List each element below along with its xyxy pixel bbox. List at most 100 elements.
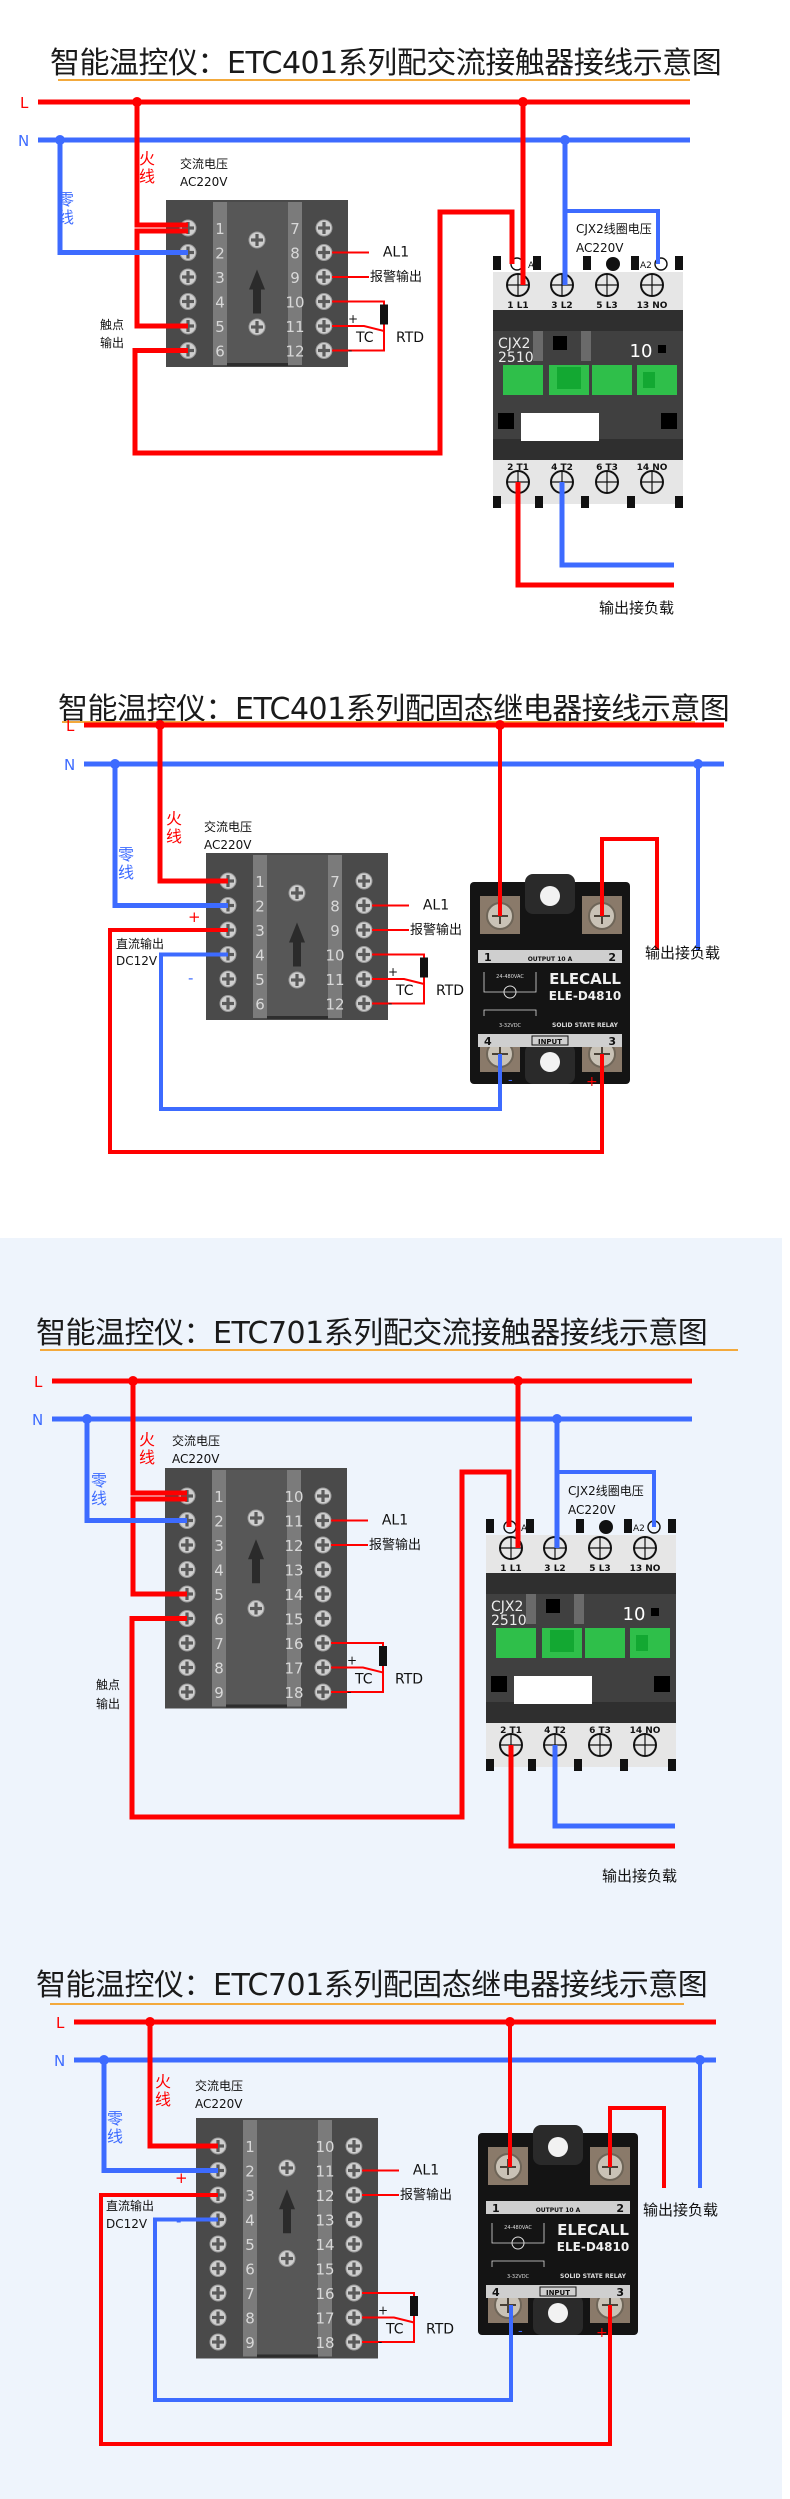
ssr-output-bar xyxy=(478,950,622,963)
contactor-terminal-label: 5 L3 xyxy=(589,1564,610,1574)
terminal-number-rail xyxy=(243,2120,257,2357)
screw-slot xyxy=(352,2164,356,2177)
terminal-number: 15 xyxy=(315,2261,334,2279)
junction-dot xyxy=(132,97,142,107)
screw-slot xyxy=(285,2162,289,2174)
junction-dot xyxy=(560,135,570,145)
neutral-wire-label: 线 xyxy=(107,2127,123,2146)
terminal-number: 17 xyxy=(284,1660,303,1678)
terminal-number-rail xyxy=(288,202,302,365)
live-jumper-wire xyxy=(130,1496,187,1597)
dc-voltage-label: DC12V xyxy=(106,2217,148,2231)
contactor-rating-label: 10 xyxy=(630,341,653,362)
dc-plus-label: + xyxy=(175,2169,188,2187)
screw-slot xyxy=(185,1686,189,1698)
tc-label: TC xyxy=(385,2322,404,2338)
terminal-number: 5 xyxy=(214,1586,224,1604)
screw-slot xyxy=(216,2336,220,2348)
screw-slot xyxy=(254,1512,258,1524)
load-neutral-wire xyxy=(552,1745,675,1829)
ssr-schematic xyxy=(483,1009,537,1016)
junction-dot xyxy=(55,135,65,145)
controller-center-panel xyxy=(226,1470,287,1707)
tc-label: TC xyxy=(355,330,374,346)
contactor-tab xyxy=(627,496,635,508)
terminal-number: 12 xyxy=(315,2187,334,2205)
diagram-title: 智能温控仪：ETC701系列配固态继电器接线示意图 xyxy=(36,1968,708,2003)
neutral-wire-label: 零 xyxy=(107,2109,123,2128)
live-wire-label: 火 xyxy=(139,149,155,168)
controller-base-shadow xyxy=(257,2354,318,2358)
contactor-mount-hole xyxy=(491,1676,507,1692)
ssr-input-frame xyxy=(531,1035,569,1046)
contactor-terminal-label: 2 T1 xyxy=(500,1726,522,1736)
contactor-terminal-label: 2 T1 xyxy=(507,463,529,473)
ac-voltage-value: AC220V xyxy=(180,175,228,189)
tc-minus-label: - xyxy=(347,1685,351,1699)
contactor-terminal-label: 4 T2 xyxy=(551,463,573,473)
rtd-label: RTD xyxy=(395,1672,423,1688)
dc-plus-label: + xyxy=(188,908,201,926)
neutral-bus-label: N xyxy=(54,2052,65,2070)
live-wire-label: 线 xyxy=(155,2090,171,2109)
terminal-number: 8 xyxy=(245,2310,255,2328)
neutral-bus-label: N xyxy=(64,756,75,774)
contactor-model-label: CJX2 xyxy=(498,336,530,352)
terminal-number: 8 xyxy=(330,898,340,916)
terminal-number: 11 xyxy=(284,1513,303,1531)
output-load-label: 输出接负载 xyxy=(643,2201,718,2219)
terminal-number: 7 xyxy=(245,2285,255,2303)
neutral-wire-label: 零 xyxy=(118,845,134,864)
contactor-led xyxy=(658,345,666,353)
terminal-number: 6 xyxy=(245,2261,255,2279)
contactor-green-segment xyxy=(503,365,543,395)
contact-output-label: 触点 xyxy=(100,318,124,332)
screw-slot xyxy=(362,973,366,985)
contactor-model-label: 2510 xyxy=(498,350,534,366)
screw-slot xyxy=(322,344,326,357)
screw-slot xyxy=(185,1563,189,1576)
terminal-number: 5 xyxy=(255,971,265,989)
terminal-number: 1 xyxy=(255,873,265,891)
contactor-window xyxy=(546,1599,560,1613)
contactor-terminal-label: 1 L1 xyxy=(500,1564,521,1574)
screw-slot xyxy=(226,973,230,985)
neutral-bus-label: N xyxy=(18,132,29,150)
contactor-slot xyxy=(574,1594,584,1624)
live-wire xyxy=(147,2022,218,2149)
contactor-tab xyxy=(624,1519,632,1533)
sensor-wire xyxy=(372,978,425,985)
screw-slot xyxy=(321,1637,325,1649)
ssr-brand-logo: ELECALL xyxy=(549,970,621,988)
terminal-number: 2 xyxy=(245,2163,255,2181)
ac-voltage-value: AC220V xyxy=(195,2097,243,2111)
load-neutral-wire xyxy=(559,482,674,568)
contactor-green-segment xyxy=(585,1628,625,1658)
dc-plus-wire xyxy=(99,2193,612,2446)
terminal-number: 18 xyxy=(284,1684,303,1702)
screw-slot xyxy=(322,320,326,332)
dc-output-label: 直流输出 xyxy=(116,936,164,951)
ssr-minus-label: - xyxy=(508,1073,513,1088)
neutral-wire xyxy=(57,140,188,255)
ssr-ac-range: 24-480VAC xyxy=(504,2225,532,2231)
screw-slot xyxy=(362,924,366,936)
terminal-number: 8 xyxy=(290,245,300,263)
ssr-input-label: INPUT xyxy=(538,1038,562,1046)
ssr-mount-hole xyxy=(540,1052,560,1072)
sensor-wire xyxy=(331,1666,384,1674)
terminal-number-rail xyxy=(328,855,342,1018)
terminal-number: 1 xyxy=(215,220,225,238)
terminal-number: 10 xyxy=(284,1488,303,1506)
output-load-label: 输出接负载 xyxy=(645,944,720,962)
neutral-bus-label: N xyxy=(32,1411,43,1429)
tc-minus-label: - xyxy=(388,997,392,1011)
terminal-number: 10 xyxy=(285,294,304,312)
alarm-label: AL1 xyxy=(382,1513,408,1529)
ssr-terminal-number: 3 xyxy=(616,2286,624,2299)
ssr-schematic xyxy=(491,2260,545,2267)
contactor-terminal-label: 5 L3 xyxy=(596,301,617,311)
terminal-number: 3 xyxy=(255,922,265,940)
contactor-terminal-label: 6 T3 xyxy=(589,1726,611,1736)
